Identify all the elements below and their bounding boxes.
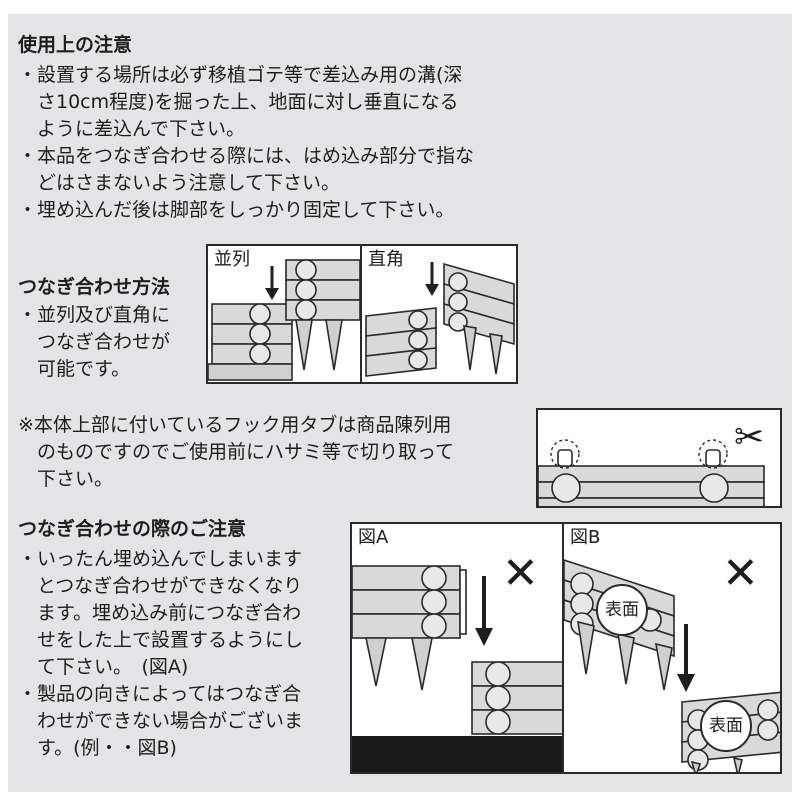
usage-notes: ・設置する場所は必ず移植ゴテ等で差込み用の溝(深 さ10cm程度)を掘った上、地… [18, 62, 474, 224]
join-method-diagram: 並列 直角 [206, 244, 518, 384]
join-caution-line: す。(例・・図B) [18, 737, 177, 759]
figure-a-label: 図A [356, 527, 391, 548]
notice-line: のものですのでご使用前にハサミ等で切り取って [18, 441, 455, 463]
join-method-heading: つなぎ合わせ方法 [18, 276, 171, 298]
join-caution-line: とつなぎ合わせができなくなり [18, 575, 303, 597]
usage-line: ように差込んで下さい。 [18, 118, 246, 140]
join-caution-notes: ・いったん埋め込んでしまいます とつなぎ合わせができなくなり ます。埋め込み前に… [18, 546, 303, 762]
x-mark-icon: ✕ [502, 548, 539, 599]
notice-line: 下さい。 [18, 468, 114, 490]
hook-tab-illustration [538, 439, 765, 506]
usage-line: どはさまないよう注意して下さい。 [18, 172, 341, 194]
join-method-line: ・並列及び直角に [18, 304, 171, 326]
usage-line: ・本品をつなぎ合わせる際には、はめ込み部分で指な [18, 145, 475, 167]
hook-tab-diagram: ✂ [536, 408, 782, 508]
diagram-label-parallel: 並列 [212, 249, 252, 270]
diagram-label-right-angle: 直角 [366, 249, 406, 270]
join-method-illustration [208, 246, 515, 382]
surface-label-bottom: 表面 [700, 700, 752, 752]
join-method-line: つなぎ合わせが [18, 331, 171, 353]
figure-a: 図A ✕ [350, 522, 564, 774]
figure-a-illustration [352, 565, 562, 772]
usage-line: さ10cm程度)を掘った上、地面に対し垂直になる [18, 91, 459, 113]
hook-tab-notice: ※本体上部に付いているフック用タブは商品陳列用 のものですのでご使用前にハサミ等… [18, 412, 454, 493]
notice-line: ※本体上部に付いているフック用タブは商品陳列用 [18, 414, 452, 436]
join-caution-line: て下さい。 (図A) [18, 656, 189, 678]
usage-line: ・設置する場所は必ず移植ゴテ等で差込み用の溝(深 [18, 64, 463, 86]
scissors-icon: ✂ [734, 417, 765, 458]
usage-line: ・埋め込んだ後は脚部をしっかり固定して下さい。 [18, 199, 455, 221]
join-caution-line: ・いったん埋め込んでしまいます [18, 548, 303, 570]
figure-b-label: 図B [568, 527, 603, 548]
join-method-line: 可能です。 [18, 358, 131, 380]
surface-label-top: 表面 [596, 584, 648, 636]
figure-b: 図B ✕ 表面 表面 [562, 522, 782, 774]
join-caution-line: わせができない場合がございま [18, 710, 304, 732]
x-mark-icon: ✕ [722, 548, 759, 599]
join-caution-line: せをした上で設置するようにし [18, 629, 304, 651]
join-method-notes: ・並列及び直角に つなぎ合わせが 可能です。 [18, 302, 170, 383]
join-caution-heading: つなぎ合わせの際のご注意 [18, 518, 247, 540]
join-caution-line: ・製品の向きによってはつなぎ合 [18, 683, 302, 705]
usage-heading: 使用上の注意 [18, 34, 133, 56]
join-caution-line: ます。埋め込み前につなぎ合わ [18, 602, 302, 624]
